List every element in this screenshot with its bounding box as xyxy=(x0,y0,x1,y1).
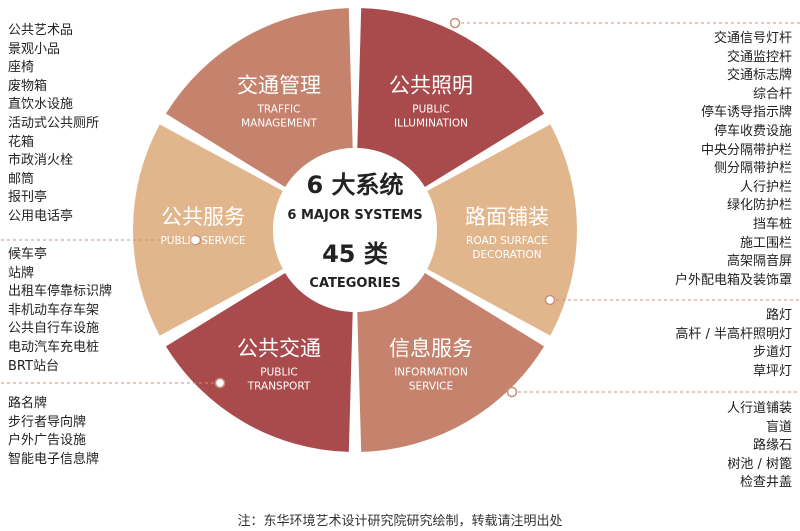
category-item: 侧分隔带护栏 xyxy=(713,161,792,177)
segment-traffic-management xyxy=(165,8,353,188)
category-item: 人行道铺装 xyxy=(726,401,792,416)
segment-label-en-information-service: INFORMATION xyxy=(394,367,468,379)
category-item: 邮筒 xyxy=(8,171,35,187)
category-item: 交通监控杆 xyxy=(726,49,792,65)
category-item: 直饮水设施 xyxy=(8,97,74,113)
center-count-cn: 45 类 xyxy=(322,240,389,268)
category-item: 路灯 xyxy=(765,308,792,323)
category-item: 草坪灯 xyxy=(752,363,792,379)
connector-dot-information-service xyxy=(214,377,226,389)
segment-public-illumination xyxy=(357,8,545,188)
center-title-cn: 6 大系统 xyxy=(306,171,403,199)
segment-label-cn-public-transport: 公共交通 xyxy=(237,337,321,361)
segment-label-en-traffic-management: MANAGEMENT xyxy=(241,117,317,129)
segment-label-en-road-surface: DECORATION xyxy=(472,249,541,261)
segment-label-en-traffic-management: TRAFFIC xyxy=(257,103,301,115)
category-item: 停车收费设施 xyxy=(713,123,792,139)
segment-label-cn-traffic-management: 交通管理 xyxy=(237,73,321,97)
segment-label-en-public-illumination: PUBLIC xyxy=(412,103,450,115)
category-item: 停车诱导指示牌 xyxy=(700,105,792,121)
category-item: 景观小品 xyxy=(8,41,61,57)
public-transport-category-list: 候车亭站牌出租车停靠标识牌非机动车存车架公共自行车设施电动汽车充电桩 BRT站台 xyxy=(8,246,112,376)
segment-public-service xyxy=(133,124,283,336)
category-item: 报刊亭 xyxy=(8,190,48,206)
segment-label-en-public-service: PUBLIC SERVICE xyxy=(160,235,245,247)
category-item: 非机动车存车架 xyxy=(8,302,100,318)
category-item: 盲道 xyxy=(765,419,792,435)
category-item: 户外广告设施 xyxy=(8,433,87,449)
category-item: 人行护栏 xyxy=(739,179,792,195)
traffic-management-category-list: 交通信号灯杆交通监控杆交通标志牌综合杆停车诱导指示牌停车收费设施中央分隔带护栏侧… xyxy=(675,30,792,290)
segment-label-en-road-surface: ROAD SURFACE xyxy=(466,235,548,247)
category-item: 交通标志牌 xyxy=(726,68,792,84)
segment-label-cn-public-service: 公共服务 xyxy=(161,205,245,229)
category-item: 高杆 / 半高杆照明灯 xyxy=(675,326,792,342)
category-item: 座椅 xyxy=(8,60,35,76)
segment-label-cn-public-illumination: 公共照明 xyxy=(389,73,473,97)
category-item: 挡车桩 xyxy=(752,216,792,232)
segment-public-transport xyxy=(165,272,353,452)
category-item: 智能电子信息牌 xyxy=(8,451,100,467)
category-item: 公共自行车设施 xyxy=(8,321,100,337)
category-item: 树池 / 树篦 xyxy=(727,456,792,472)
category-item: 中央分隔带护栏 xyxy=(700,142,792,158)
connector-dot-public-transport xyxy=(190,234,202,246)
category-item: BRT站台 xyxy=(8,358,59,374)
category-item: 户外配电箱及装饰罩 xyxy=(674,272,792,288)
footnote: 注：东华环境艺术设计研究院研究绘制，转载请注明出处 xyxy=(237,514,563,529)
category-item: 市政消火栓 xyxy=(8,153,74,169)
category-item: 站牌 xyxy=(8,265,35,281)
connector-dot-road-surface xyxy=(506,386,518,398)
public-illumination-category-list: 路灯高杆 / 半高杆照明灯步道灯草坪灯 xyxy=(675,307,792,381)
category-item: 综合杆 xyxy=(752,86,792,102)
category-item: 检查井盖 xyxy=(739,475,792,491)
segment-label-en-public-illumination: ILLUMINATION xyxy=(394,117,468,129)
segment-label-en-information-service: SERVICE xyxy=(409,381,453,393)
category-item: 活动式公共厕所 xyxy=(8,115,100,131)
center-circle xyxy=(273,148,437,312)
category-item: 废物箱 xyxy=(8,78,48,94)
road-surface-category-list: 人行道铺装盲道路缘石树池 / 树篦检查井盖 xyxy=(727,400,792,493)
public-service-category-list: 公共艺术品景观小品座椅废物箱直饮水设施活动式公共厕所花箱市政消火栓邮筒报刊亭公用… xyxy=(8,22,99,227)
segment-information-service xyxy=(357,272,545,452)
category-item: 交通信号灯杆 xyxy=(713,31,792,46)
center-count-en: CATEGORIES xyxy=(309,276,400,291)
category-item: 公用电话亭 xyxy=(8,208,74,224)
category-item: 路名牌 xyxy=(8,396,48,411)
category-item: 电动汽车充电桩 xyxy=(8,339,100,355)
connector-dot-public-service xyxy=(449,17,461,29)
segment-road-surface xyxy=(427,124,577,336)
category-item: 绿化防护栏 xyxy=(726,198,792,214)
center-title-en: 6 MAJOR SYSTEMS xyxy=(287,208,422,223)
connector-dot-public-illumination xyxy=(544,294,556,306)
category-item: 路缘石 xyxy=(752,438,792,454)
category-item: 施工围栏 xyxy=(739,235,792,251)
information-service-category-list: 路名牌步行者导向牌户外广告设施智能电子信息牌 xyxy=(8,395,99,469)
category-item: 高架隔音屏 xyxy=(726,254,792,270)
category-item: 花箱 xyxy=(8,134,35,150)
segment-label-en-public-transport: TRANSPORT xyxy=(247,381,311,393)
category-item: 公共艺术品 xyxy=(8,23,74,38)
segment-label-cn-road-surface: 路面铺装 xyxy=(465,205,549,229)
segment-label-cn-information-service: 信息服务 xyxy=(389,337,473,361)
category-item: 步道灯 xyxy=(752,345,792,361)
category-item: 步行者导向牌 xyxy=(8,414,87,430)
category-item: 候车亭 xyxy=(8,247,48,262)
category-item: 出租车停靠标识牌 xyxy=(8,284,113,300)
segment-label-en-public-transport: PUBLIC xyxy=(260,367,298,379)
